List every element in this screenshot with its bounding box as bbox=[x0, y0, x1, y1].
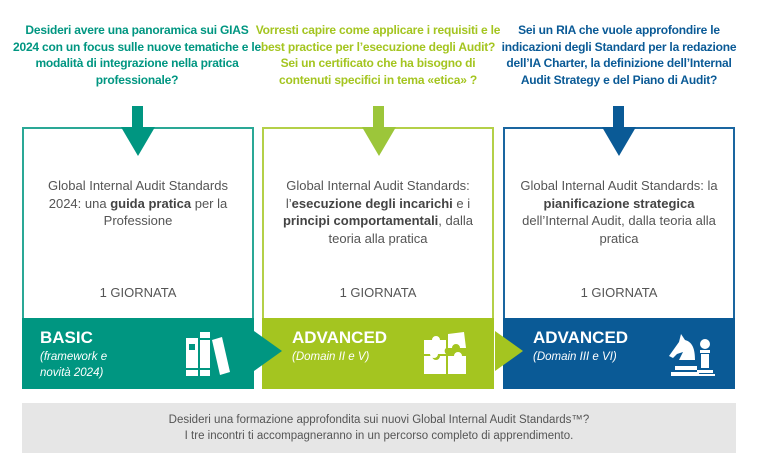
text: per la Professione bbox=[103, 195, 228, 229]
chess-icon bbox=[669, 334, 715, 376]
duration: 1 GIORNATA bbox=[339, 285, 417, 300]
level-band: ADVANCED (Domain II e V) bbox=[262, 318, 494, 389]
question-advanced-3: Sei un RIA che vuole approfondire le ind… bbox=[501, 23, 737, 87]
arrow-down-icon bbox=[602, 106, 636, 156]
puzzle-icon bbox=[424, 332, 466, 374]
arrow-down-icon bbox=[121, 106, 155, 156]
duration: 1 GIORNATA bbox=[580, 285, 658, 300]
arrow-down-icon bbox=[362, 106, 396, 156]
course-card-advanced-2: Global Internal Audit Standards: l’esecu… bbox=[262, 127, 494, 389]
course-title: Global Internal Audit Standards 2024: un… bbox=[36, 177, 240, 230]
course-card-basic: Global Internal Audit Standards 2024: un… bbox=[22, 127, 254, 389]
level-label: BASIC bbox=[40, 328, 93, 347]
text: Global Internal Audit Standards: la bbox=[520, 178, 718, 193]
course-title: Global Internal Audit Standards: la pian… bbox=[517, 177, 721, 247]
course-title: Global Internal Audit Standards: l’esecu… bbox=[276, 177, 480, 247]
text-bold: principi comportamentali bbox=[282, 213, 439, 228]
level-label: ADVANCED bbox=[533, 328, 629, 347]
question-basic: Desideri avere una panoramica sui GIAS 2… bbox=[13, 23, 261, 87]
level-subtitle: (Domain II e V) bbox=[292, 351, 370, 363]
footer-line-2: I tre incontri ti accompagneranno in un … bbox=[184, 430, 574, 442]
footer-line-1: Desideri una formazione approfondita sui… bbox=[168, 414, 590, 426]
level-band: BASIC (framework e novità 2024) bbox=[22, 318, 254, 389]
text: e i bbox=[452, 195, 471, 211]
arrow-right-icon bbox=[495, 331, 523, 371]
footer-banner: Desideri una formazione approfondita sui… bbox=[22, 403, 736, 453]
duration: 1 GIORNATA bbox=[99, 285, 177, 300]
text: Global Internal Audit Standards: l’ bbox=[285, 178, 470, 211]
level-subtitle: (framework e novità 2024) bbox=[40, 351, 108, 379]
course-card-advanced-3: Global Internal Audit Standards: la pian… bbox=[503, 127, 735, 389]
books-icon bbox=[186, 332, 230, 376]
text-bold: pianificazione strategica bbox=[543, 195, 695, 211]
question-advanced-2: Vorresti capire come applicare i requisi… bbox=[255, 23, 501, 87]
arrow-right-icon bbox=[254, 331, 282, 371]
text-bold: guida pratica bbox=[110, 195, 192, 211]
text: dell’Internal Audit, dalla teoria alla p… bbox=[522, 213, 716, 246]
level-band: ADVANCED (Domain III e VI) bbox=[503, 318, 735, 389]
level-label: ADVANCED bbox=[292, 328, 388, 347]
text-bold: esecuzione degli incarichi bbox=[291, 195, 453, 211]
text: , dalla teoria alla pratica bbox=[328, 213, 474, 246]
text: Global Internal Audit Standards 2024: un… bbox=[48, 178, 228, 211]
level-subtitle: (Domain III e VI) bbox=[533, 351, 617, 363]
